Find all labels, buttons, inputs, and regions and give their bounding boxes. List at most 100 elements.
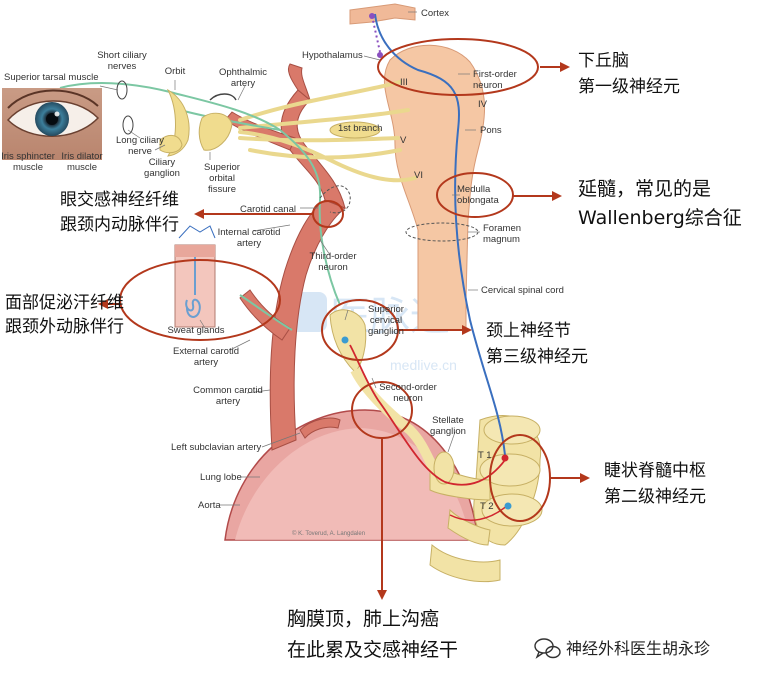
label-pons: Pons — [480, 125, 502, 136]
watermark-url: medlive.cn — [390, 357, 457, 373]
label-ophthalmic-2: artery — [231, 78, 256, 89]
label-first-order-1: First-order — [473, 69, 517, 80]
t2-cell — [504, 502, 512, 510]
label-external-carotid-1: External carotid — [173, 346, 239, 357]
label-cn4: IV — [478, 99, 488, 110]
cortex-strip — [349, 3, 416, 25]
label-third-order-1: Third-order — [310, 251, 357, 262]
label-short-ciliary-1: Short ciliary — [97, 50, 147, 61]
label-sup-cervical-1: Superior — [368, 304, 404, 315]
label-cn5: V — [400, 135, 407, 146]
label-common-carotid-2: artery — [216, 396, 241, 407]
label-common-carotid-1: Common carotid — [193, 385, 263, 396]
label-credit: © K. Toverud, A. Langdalen — [292, 530, 365, 537]
stellate-ganglion-shape — [433, 451, 455, 485]
hypothalamus-dotted — [371, 15, 381, 53]
orbit-shape — [166, 88, 190, 157]
label-iris-dilator-1: Iris dilator — [61, 151, 102, 162]
scg-cell — [341, 336, 349, 344]
zh-scg-1: 颈上神经节 — [486, 321, 571, 341]
label-second-order-2: neuron — [393, 393, 423, 404]
zh-ica-1: 眼交感神经纤维 — [60, 190, 179, 210]
label-first-branch: 1st branch — [338, 123, 382, 134]
lung-lobe-shape — [235, 428, 470, 540]
t1-cell — [501, 454, 509, 462]
leader-lines — [99, 11, 480, 506]
label-cortex: Cortex — [421, 8, 449, 19]
long-ciliary-ring — [122, 115, 134, 135]
label-orbit: Orbit — [165, 66, 186, 77]
label-ophthalmic-1: Ophthalmic — [219, 67, 267, 78]
label-medulla-1: Medulla — [457, 184, 491, 195]
zh-ica-2: 跟颈内动脉伴行 — [60, 215, 179, 235]
label-cn3: III — [400, 77, 408, 88]
eye-illustration — [2, 88, 102, 160]
hypothalamus-dot — [377, 52, 383, 58]
zh-eca-1: 面部促泌汗纤维 — [5, 293, 124, 313]
label-short-ciliary-2: nerves — [108, 61, 137, 72]
label-iris-sphincter-1: Iris sphincter — [1, 151, 55, 162]
label-third-order-2: neuron — [318, 262, 348, 273]
label-aorta: Aorta — [198, 500, 221, 511]
label-hypothalamus: Hypothalamus — [302, 50, 363, 61]
ophthalmic-notch — [209, 93, 237, 101]
zh-eca-2: 跟颈外动脉伴行 — [5, 317, 124, 337]
second-order-t2 — [449, 504, 509, 521]
first-order-neuron-path — [374, 13, 506, 456]
label-second-order-1: Second-order — [379, 382, 437, 393]
zh-hypothalamus-2: 第一级神经元 — [578, 77, 680, 97]
zh-medulla-2: Wallenberg综合征 — [578, 207, 742, 229]
ophthalmic-artery — [287, 63, 311, 102]
zh-apex-2: 在此累及交感神经干 — [287, 639, 458, 661]
label-external-carotid-2: artery — [194, 357, 219, 368]
wechat-icon — [534, 638, 561, 659]
label-long-ciliary-2: nerve — [128, 146, 152, 157]
left-subclavian — [299, 417, 341, 439]
label-carotid-canal: Carotid canal — [240, 204, 296, 215]
label-t2: T 2 — [480, 501, 494, 512]
carotid-canal-dashed — [319, 185, 351, 214]
label-internal-carotid-1: Internal carotid — [218, 227, 281, 238]
label-cervical-cord: Cervical spinal cord — [481, 285, 564, 296]
label-iris-dilator-2: muscle — [67, 162, 97, 173]
label-superior-tarsal: Superior tarsal muscle — [4, 72, 99, 83]
ciliary-ganglion-shape — [159, 134, 183, 154]
label-t1: T 1 — [478, 450, 492, 461]
label-long-ciliary-1: Long ciliary — [116, 135, 164, 146]
label-lung-lobe: Lung lobe — [200, 472, 242, 483]
zh-ciliospinal-1: 睫状脊髓中枢 — [604, 461, 706, 481]
superior-orbital-fissure-shape — [198, 112, 233, 151]
label-sweat-glands: Sweat glands — [167, 325, 224, 336]
label-foramen-1: Foramen — [483, 223, 521, 234]
cortex-dot — [369, 13, 375, 19]
label-cn6: VI — [414, 170, 423, 181]
label-foramen-2: magnum — [483, 234, 520, 245]
label-sup-cervical-2: cervical — [370, 315, 402, 326]
label-first-order-2: neuron — [473, 80, 503, 91]
label-internal-carotid-2: artery — [237, 238, 262, 249]
zh-scg-2: 第三级神经元 — [486, 347, 588, 367]
zh-medulla-1: 延髓，常见的是 — [578, 178, 711, 200]
label-stellate-2: ganglion — [430, 426, 466, 437]
label-iris-sphincter-2: muscle — [13, 162, 43, 173]
label-sup-orbital-3: fissure — [208, 184, 236, 195]
zh-ciliospinal-2: 第二级神经元 — [604, 487, 706, 507]
annotation-overlays — [98, 38, 590, 600]
trigeminal-ganglion — [329, 121, 381, 139]
label-left-subclavian: Left subclavian artery — [171, 442, 262, 453]
account-name: 神经外科医生胡永珍 — [566, 639, 710, 658]
label-ciliary-ganglion-2: ganglion — [144, 168, 180, 179]
vertebrae — [429, 415, 543, 583]
label-sup-orbital-2: orbital — [209, 173, 235, 184]
label-stellate-1: Stellate — [432, 415, 464, 426]
label-sup-cervical-3: ganglion — [368, 326, 404, 337]
second-order-neuron-path — [349, 344, 506, 486]
label-sup-orbital-1: Superior — [204, 162, 240, 173]
label-ciliary-ganglion-1: Ciliary — [149, 157, 176, 168]
zh-apex-1: 胸膜顶，肺上沟癌 — [287, 608, 439, 630]
zh-hypothalamus-1: 下丘脑 — [578, 51, 629, 71]
label-medulla-2: oblongata — [457, 195, 499, 206]
sweat-gland-illustration — [174, 225, 216, 328]
